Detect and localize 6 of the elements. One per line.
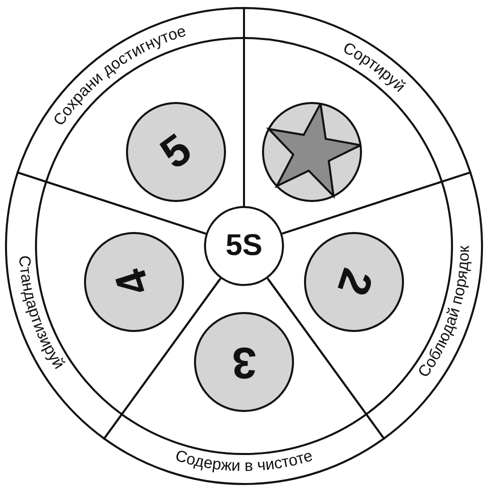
center-label: 5S — [226, 231, 262, 261]
number-label: 5 — [152, 127, 199, 178]
number-label: 2 — [330, 263, 379, 300]
number-label: 3 — [232, 340, 256, 384]
number-label: 4 — [108, 263, 158, 300]
sector-label: Содержи в чистоте — [173, 448, 315, 476]
